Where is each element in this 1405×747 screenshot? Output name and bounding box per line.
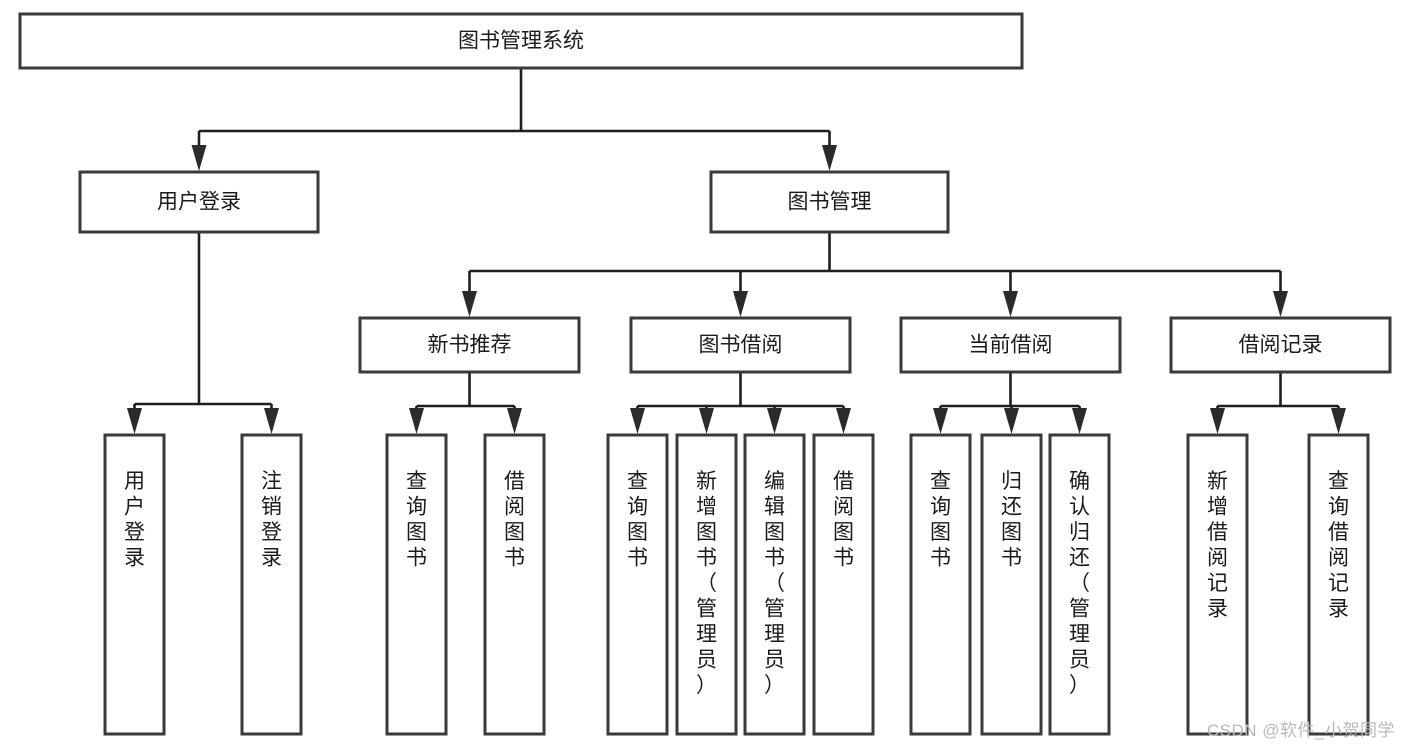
- node-label: 查询图书: [930, 470, 951, 570]
- node-leaf-cur-confirm-return[interactable]: 确认归还（管理员）: [1048, 433, 1111, 736]
- arrow-head-icon: [191, 145, 207, 171]
- node-label: 新书推荐: [428, 334, 512, 357]
- arrow-head-icon: [933, 408, 948, 434]
- node-box: [675, 433, 738, 736]
- node-leaf-borrow-query-book[interactable]: 查询图书: [606, 433, 669, 736]
- connector-group-new-book-rec: [409, 372, 522, 434]
- node-box: [1186, 433, 1249, 736]
- arrow-head-icon: [836, 408, 851, 434]
- arrow-head-icon: [1273, 291, 1288, 317]
- node-box: [709, 170, 950, 234]
- node-box: [980, 433, 1043, 736]
- node-label: 图书管理系统: [458, 30, 584, 53]
- node-label: 借阅图书: [833, 470, 854, 570]
- arrow-head-icon: [409, 408, 424, 434]
- connector-group-book-borrow: [630, 372, 851, 434]
- node-leaf-rec-add-record[interactable]: 新增借阅记录: [1186, 433, 1249, 736]
- node-label: 查询图书: [627, 470, 648, 570]
- node-new-book-rec[interactable]: 新书推荐: [358, 316, 581, 374]
- arrow-head-icon: [127, 408, 142, 434]
- node-box: [812, 433, 875, 736]
- node-leaf-rec-query-record[interactable]: 查询借阅记录: [1307, 433, 1370, 736]
- node-leaf-rec-query-book[interactable]: 查询图书: [385, 433, 448, 736]
- node-label: 用户登录: [124, 470, 145, 570]
- node-box: [358, 316, 581, 374]
- connector-group-current-borrow: [933, 372, 1087, 434]
- node-leaf-borrow-edit-book[interactable]: 编辑图书（管理员）: [743, 433, 806, 736]
- node-label: 归还图书: [1001, 470, 1022, 570]
- node-label: 当前借阅: [969, 334, 1053, 357]
- arrow-head-icon: [1004, 408, 1019, 434]
- arrow-head-icon: [699, 408, 714, 434]
- node-borrow-record[interactable]: 借阅记录: [1169, 316, 1392, 374]
- node-leaf-user-login[interactable]: 用户登录: [103, 433, 166, 736]
- node-box: [909, 433, 972, 736]
- node-leaf-cur-return-book[interactable]: 归还图书: [980, 433, 1043, 736]
- arrow-head-icon: [1003, 291, 1018, 317]
- node-leaf-borrow-borrow-book[interactable]: 借阅图书: [812, 433, 875, 736]
- node-book-manage[interactable]: 图书管理: [709, 170, 950, 234]
- node-box: [385, 433, 448, 736]
- node-label: 借阅图书: [504, 470, 525, 570]
- node-book-borrow[interactable]: 图书借阅: [629, 316, 852, 374]
- node-label: 编辑图书（管理员）: [764, 470, 785, 697]
- arrow-head-icon: [733, 291, 748, 317]
- node-label: 查询图书: [406, 470, 427, 570]
- node-label: 用户登录: [157, 191, 241, 214]
- node-leaf-cur-query-book[interactable]: 查询图书: [909, 433, 972, 736]
- node-box: [743, 433, 806, 736]
- node-box: [899, 316, 1122, 374]
- node-current-borrow[interactable]: 当前借阅: [899, 316, 1122, 374]
- nodes-layer: 图书管理系统用户登录图书管理新书推荐图书借阅当前借阅借阅记录用户登录注销登录查询…: [18, 12, 1392, 736]
- arrow-head-icon: [1072, 408, 1087, 434]
- node-label: 确认归还（管理员）: [1069, 470, 1090, 697]
- node-root[interactable]: 图书管理系统: [18, 12, 1024, 70]
- arrow-head-icon: [822, 145, 837, 171]
- node-label: 新增图书（管理员）: [696, 470, 717, 697]
- connector-group-root: [191, 68, 837, 171]
- node-box: [240, 433, 303, 736]
- connector-group-user-login: [127, 232, 279, 434]
- arrow-head-icon: [767, 408, 782, 434]
- node-label: 借阅记录: [1239, 334, 1323, 357]
- node-leaf-rec-borrow-book[interactable]: 借阅图书: [483, 433, 546, 736]
- node-leaf-borrow-add-book[interactable]: 新增图书（管理员）: [675, 433, 738, 736]
- node-label: 图书借阅: [699, 334, 783, 357]
- node-box: [1048, 433, 1111, 736]
- node-label: 新增借阅记录: [1207, 470, 1228, 621]
- node-leaf-user-logout[interactable]: 注销登录: [240, 433, 303, 736]
- node-box: [629, 316, 852, 374]
- arrow-head-icon: [1331, 408, 1346, 434]
- arrow-head-icon: [507, 408, 522, 434]
- arrow-head-icon: [264, 408, 279, 434]
- node-box: [78, 170, 320, 234]
- node-label: 查询借阅记录: [1328, 470, 1349, 621]
- node-box: [1307, 433, 1370, 736]
- arrow-head-icon: [1210, 408, 1225, 434]
- arrow-head-icon: [630, 408, 645, 434]
- node-box: [1169, 316, 1392, 374]
- node-user-login[interactable]: 用户登录: [78, 170, 320, 234]
- connector-group-book-manage: [462, 232, 1288, 317]
- node-label: 注销登录: [261, 470, 282, 570]
- node-box: [103, 433, 166, 736]
- node-label: 图书管理: [788, 191, 872, 214]
- arrow-head-icon: [462, 291, 477, 317]
- connectors-layer: [127, 68, 1346, 434]
- connector-group-borrow-record: [1210, 372, 1346, 434]
- node-box: [483, 433, 546, 736]
- node-box: [606, 433, 669, 736]
- node-box: [18, 12, 1024, 70]
